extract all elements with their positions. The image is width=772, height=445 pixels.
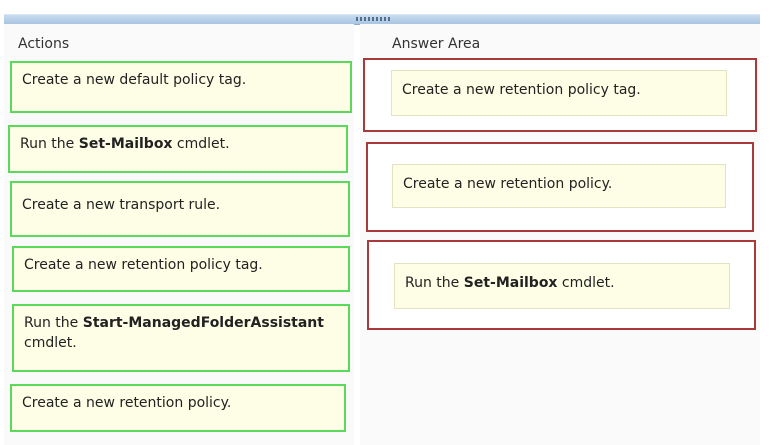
answer-area-title: Answer Area — [392, 36, 481, 52]
answer-item-set-mailbox[interactable]: Run the Set-Mailbox cmdlet. — [394, 263, 730, 309]
answer-item-retention-policy-tag[interactable]: Create a new retention policy tag. — [391, 70, 727, 116]
action-text: Run the — [24, 315, 83, 331]
action-text: cmdlet. — [24, 335, 77, 351]
answer-item-retention-policy[interactable]: Create a new retention policy. — [392, 164, 726, 208]
action-text: Create a new default policy tag. — [22, 72, 247, 88]
answer-text: Run the — [405, 275, 464, 291]
action-text: Create a new retention policy tag. — [24, 257, 263, 273]
answer-slot-2[interactable]: Create a new retention policy. — [366, 142, 754, 232]
action-text: Create a new retention policy. — [22, 395, 232, 411]
actions-panel: Actions Create a new default policy tag.… — [4, 24, 354, 445]
action-item-default-policy-tag[interactable]: Create a new default policy tag. — [10, 61, 352, 113]
action-item-set-mailbox[interactable]: Run the Set-Mailbox cmdlet. — [8, 125, 348, 173]
action-item-retention-policy-tag[interactable]: Create a new retention policy tag. — [12, 246, 350, 292]
answer-text: Create a new retention policy. — [403, 176, 613, 192]
action-item-retention-policy[interactable]: Create a new retention policy. — [10, 384, 346, 432]
cmdlet-name: Start-ManagedFolderAssistant — [82, 315, 324, 331]
action-item-start-managed-folder-assistant[interactable]: Run the Start-ManagedFolderAssistant cmd… — [12, 304, 350, 372]
action-text: Run the — [20, 136, 79, 152]
action-text: cmdlet. — [172, 136, 230, 152]
answer-slot-1[interactable]: Create a new retention policy tag. — [363, 58, 757, 132]
answer-area-panel: Answer Area Create a new retention polic… — [360, 24, 760, 445]
answer-text: Create a new retention policy tag. — [402, 82, 641, 98]
cmdlet-name: Set-Mailbox — [78, 136, 173, 152]
answer-text: cmdlet. — [557, 275, 615, 291]
action-text: Create a new transport rule. — [22, 197, 221, 213]
action-item-transport-rule[interactable]: Create a new transport rule. — [10, 181, 350, 237]
actions-title: Actions — [18, 36, 70, 52]
answer-slot-3[interactable]: Run the Set-Mailbox cmdlet. — [367, 240, 756, 330]
grip-handle-icon[interactable] — [356, 17, 392, 21]
cmdlet-name: Set-Mailbox — [463, 275, 558, 291]
